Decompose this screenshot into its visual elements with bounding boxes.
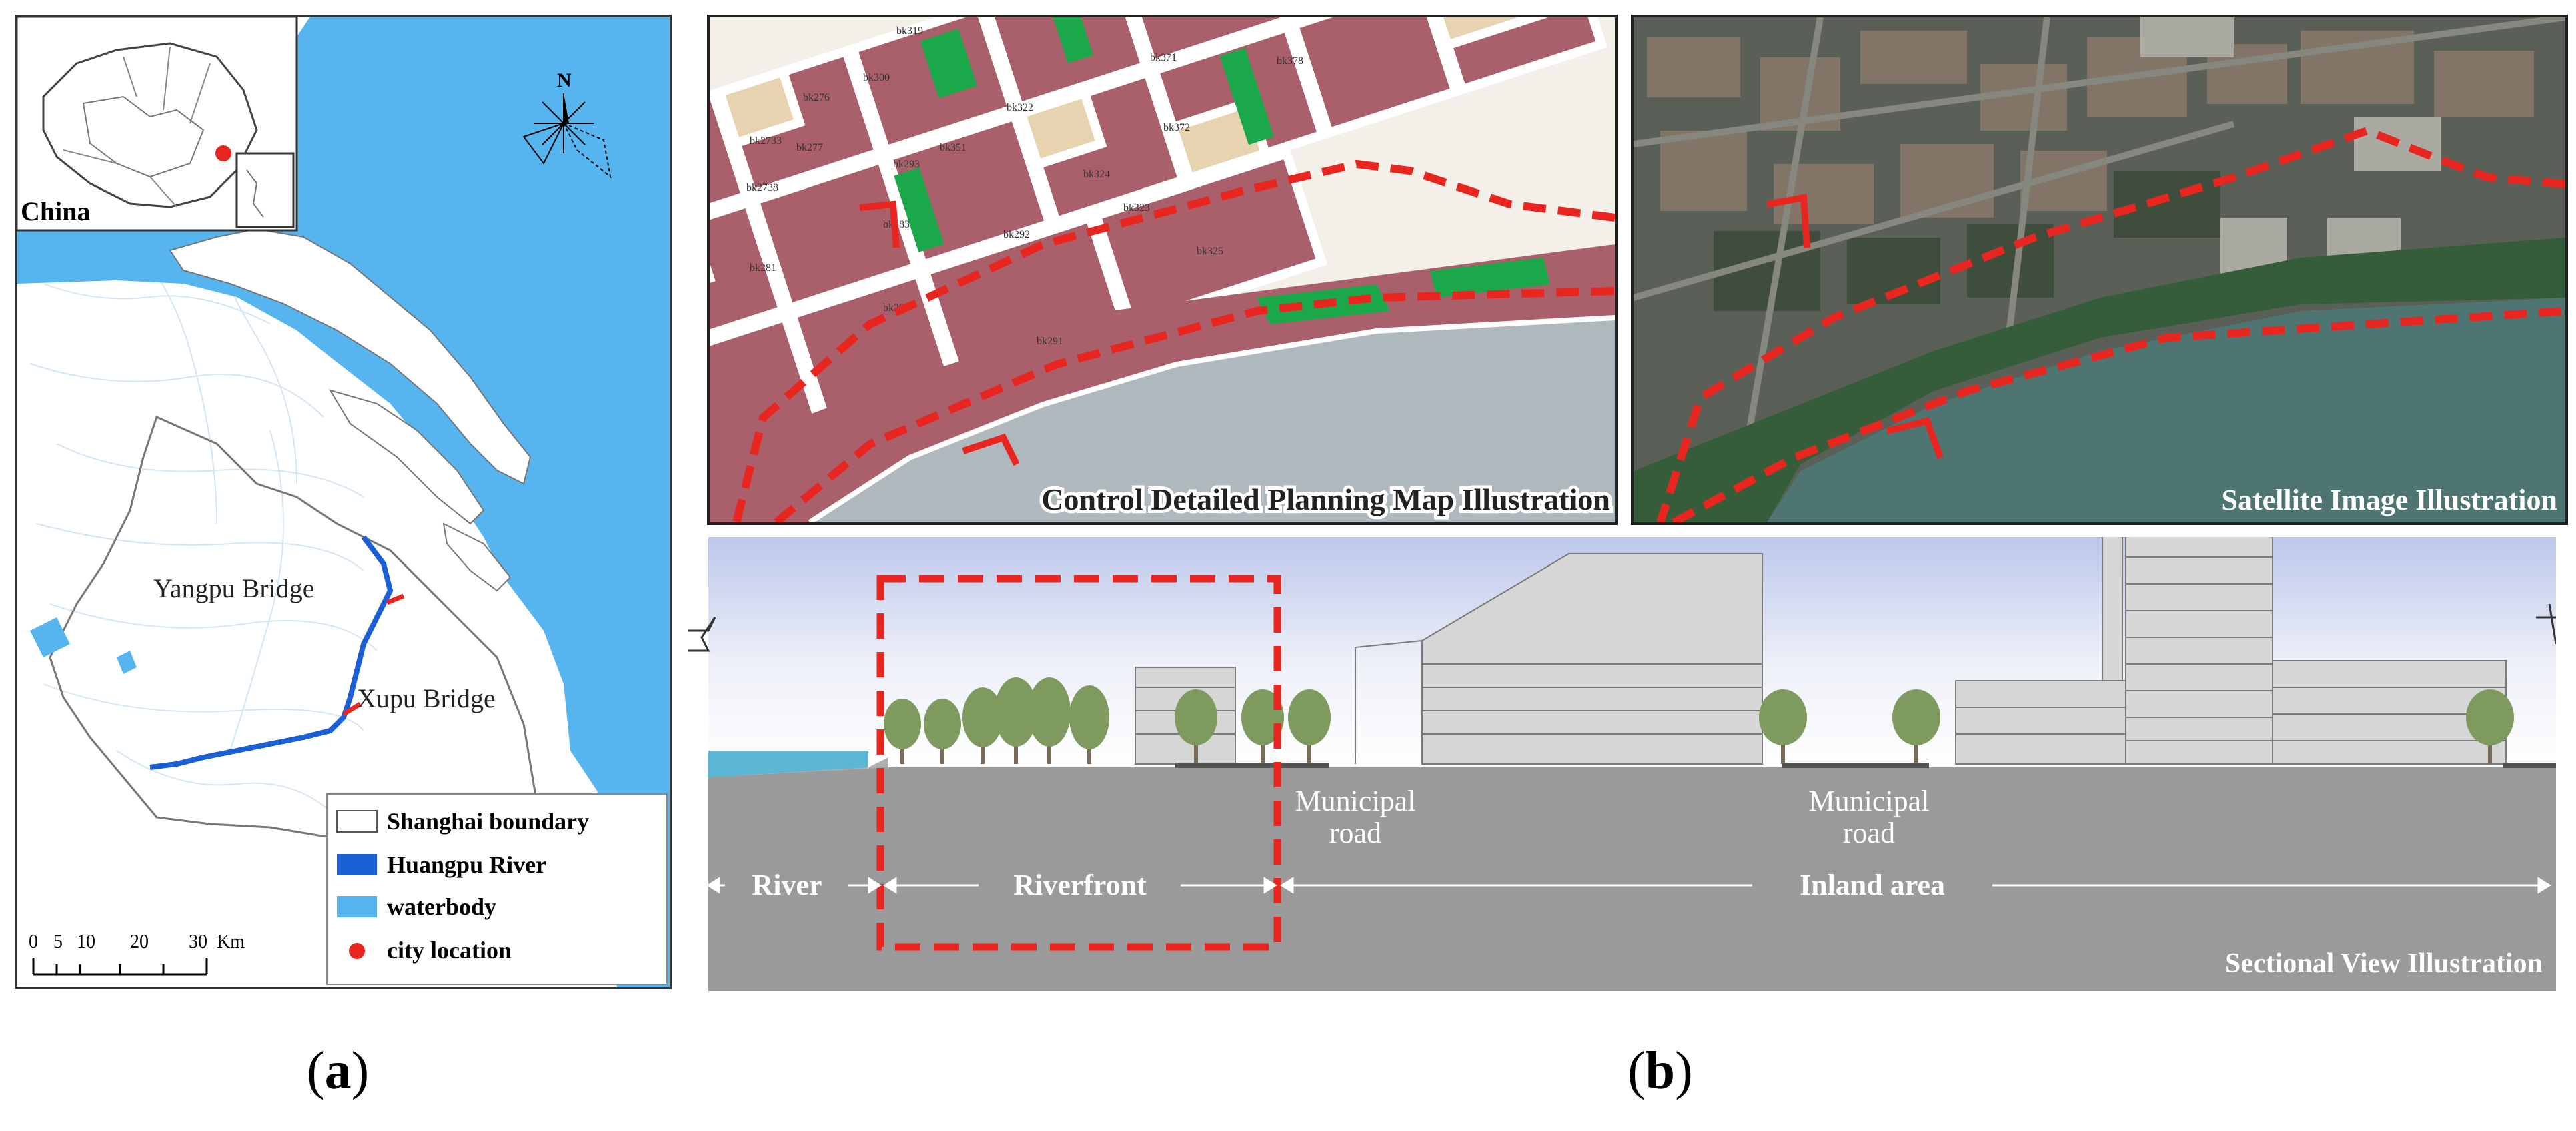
- riverfront-boundary-satellite: [1656, 126, 2566, 526]
- scale-bar: 0 5 10 20 30 Km: [29, 931, 245, 976]
- parcel-label: bk277: [796, 142, 823, 153]
- satellite-caption: Satellite Image Illustration: [2221, 484, 2557, 516]
- parcel-labels: bk319 bk300 bk276 bk277 bk293 bk351 bk32…: [746, 25, 1303, 347]
- parcel-label: bk292: [1003, 229, 1030, 240]
- planning-map-svg: bk319 bk300 bk276 bk277 bk293 bk351 bk32…: [593, 0, 1616, 526]
- city-location-dot: [215, 145, 231, 161]
- china-label: China: [21, 196, 91, 226]
- parcel-label: bk276: [803, 92, 830, 103]
- road-label-2-line2: road: [1843, 817, 1895, 849]
- river-water-section: [708, 751, 868, 777]
- scale-tick-20: 20: [130, 931, 149, 952]
- hengsha-island: [442, 522, 512, 592]
- north-label: N: [557, 69, 572, 91]
- caption-a-letter: a: [324, 1042, 352, 1100]
- riverfront-boundary-map: [732, 159, 1616, 526]
- zone-label-riverfront: Riverfront: [1013, 869, 1147, 901]
- legend-label-boundary: Shanghai boundary: [387, 808, 589, 835]
- scale-tick-5: 5: [53, 931, 63, 952]
- section-caption: Sectional View Illustration: [2225, 948, 2543, 979]
- shanghai-map-svg: Yangpu Bridge Xupu Bridge China N Shangh…: [15, 15, 670, 987]
- satellite-panel: Satellite Image Illustration: [1631, 14, 2568, 526]
- section-svg: Municipal road Municipal road River Rive…: [688, 530, 2557, 991]
- legend: Shanghai boundary Huangpu River waterbod…: [326, 793, 668, 985]
- legend-label-city: city location: [387, 937, 512, 964]
- china-inset: China: [15, 15, 298, 232]
- planning-map-caption: Control Detailed Planning Map Illustrati…: [1041, 482, 1610, 516]
- parcel-label: bk322: [1007, 102, 1033, 113]
- riverfront-boundary-section: [876, 575, 1281, 951]
- section-panel: Municipal road Municipal road River Rive…: [688, 530, 2557, 991]
- parcel-label: bk293: [893, 159, 920, 170]
- caption-b-letter: b: [1645, 1042, 1676, 1100]
- planning-map-panel: bk319 bk300 bk276 bk277 bk293 bk351 bk32…: [593, 0, 1618, 526]
- caption-b: (b): [1628, 1042, 1693, 1100]
- parcel-label: bk378: [1277, 55, 1303, 67]
- parcel-label: bk325: [1197, 246, 1223, 257]
- yangpu-bridge-label: Yangpu Bridge: [153, 573, 315, 603]
- scale-tick-10: 10: [77, 931, 95, 952]
- road-label-2-line1: Municipal: [1809, 785, 1930, 817]
- zone-label-river: River: [752, 869, 822, 901]
- trees: [884, 677, 2514, 764]
- parcel-label: bk300: [863, 72, 890, 83]
- north-arrow: N: [522, 69, 612, 179]
- parcel-label: bk372: [1163, 122, 1190, 133]
- road-label-1-line1: Municipal: [1295, 785, 1416, 817]
- parcel-label: bk324: [1083, 169, 1110, 180]
- panel-a-shanghai-map: Yangpu Bridge Xupu Bridge China N Shangh…: [15, 15, 672, 989]
- legend-label-waterbody: waterbody: [387, 893, 496, 920]
- parcel-label: bk371: [1150, 52, 1177, 63]
- scale-unit: Km: [217, 931, 245, 952]
- parcel-label: bk2738: [746, 182, 778, 194]
- satellite-svg: Satellite Image Illustration: [1632, 14, 2566, 526]
- caption-a: (a): [307, 1042, 370, 1100]
- river-water-map: [810, 318, 1615, 522]
- parcel-label: bk2733: [750, 135, 782, 147]
- zone-dimension-lines: [706, 877, 2551, 894]
- huangpu-river: [149, 535, 394, 770]
- buildings: [1135, 530, 2507, 765]
- road-label-1-line2: road: [1329, 817, 1381, 849]
- zone-label-inland: Inland area: [1800, 869, 1945, 901]
- legend-label-river: Huangpu River: [387, 851, 546, 878]
- scale-tick-0: 0: [29, 931, 38, 952]
- changxing-island: [328, 389, 485, 525]
- scale-tick-30: 30: [189, 931, 207, 952]
- parcel-label: bk291: [1037, 336, 1063, 347]
- xupu-bridge-label: Xupu Bridge: [357, 683, 496, 713]
- parcel-label: bk319: [896, 25, 923, 37]
- river-water-satellite: [1767, 298, 2565, 522]
- parcel-label: bk281: [750, 262, 776, 274]
- parcel-label: bk323: [1123, 202, 1150, 214]
- parcel-label: bk351: [940, 142, 967, 153]
- chongming-island: [169, 228, 532, 485]
